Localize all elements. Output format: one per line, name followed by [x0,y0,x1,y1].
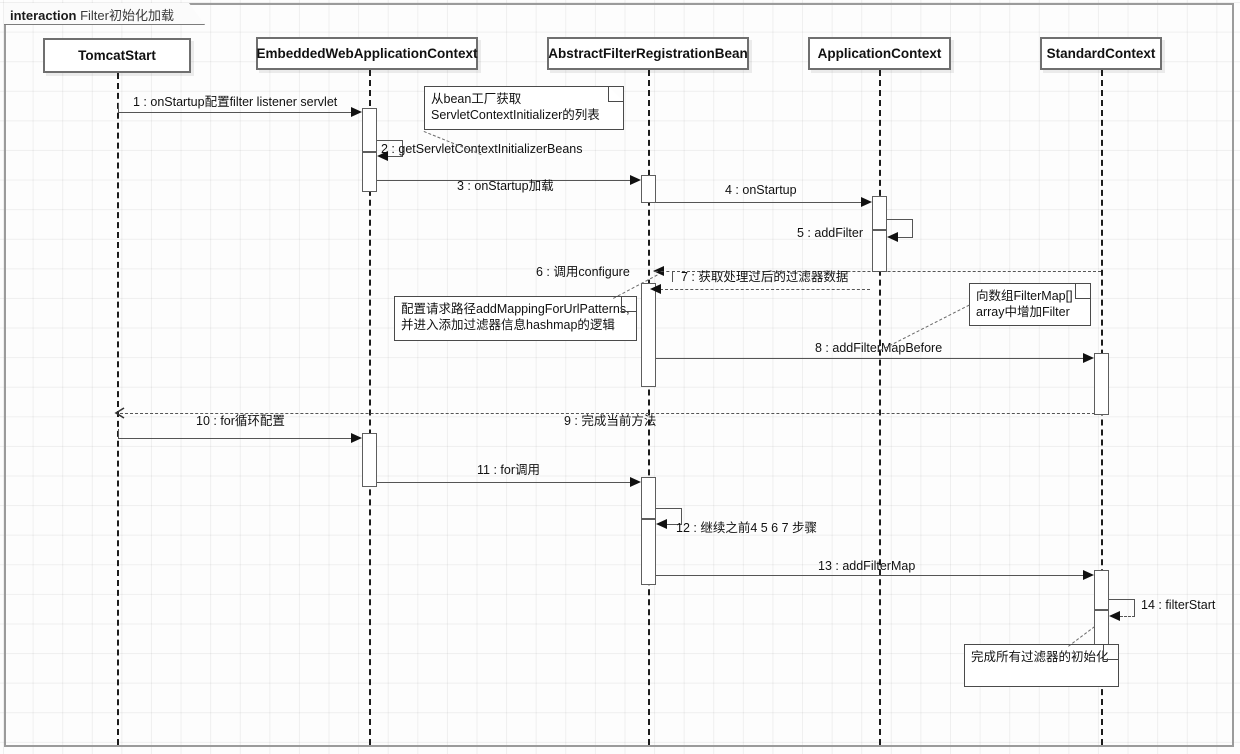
message-8-line [656,358,1084,359]
note-complete: 完成所有过滤器的初始化 [964,644,1119,687]
message-3-arrowhead [630,175,641,185]
lifeline-tomcatstart [117,73,119,745]
message-5-top [887,219,913,220]
message-1-arrowhead [351,107,362,117]
message-2-top [377,140,403,141]
note-filtermap-line1: 向数组FilterMap[] [976,289,1073,303]
message-13-arrowhead [1083,570,1094,580]
lifeline-label-applicationcontext: ApplicationContext [817,46,942,61]
message-6-arrowhead [650,284,661,294]
frame-title: Filter初始化加载 [80,8,174,23]
message-2-label: 2 : getServletContextInitializerBeans [381,142,583,156]
activation-embedded-3 [362,433,377,487]
message-10-label: 10 : for循环配置 [196,414,285,428]
note-filtermap-line2: array中增加Filter [976,305,1070,319]
message-9-line [120,413,1095,414]
lifeline-head-tomcatstart[interactable]: TomcatStart [43,38,191,73]
message-1-line [118,112,354,113]
activation-filterbean-4 [641,519,656,585]
lifeline-head-abstractfilterregistrationbean[interactable]: AbstractFilterRegistrationBean [547,37,749,70]
lifeline-label-standardcontext: StandardContext [1046,46,1156,61]
message-7-label: 7 : 获取处理过后的过滤器数据 [681,270,849,284]
lifeline-head-applicationcontext[interactable]: ApplicationContext [808,37,951,70]
note-initializer: 从bean工厂获取 ServletContextInitializer的列表 [424,86,624,130]
interaction-frame [4,3,1234,747]
message-12-arrowhead [656,519,667,529]
note-initializer-line2: ServletContextInitializer的列表 [431,108,600,122]
message-2-side [402,140,403,156]
lifeline-label-embeddedwebapplicationcontext: EmbeddedWebApplicationContext [256,46,478,61]
message-14-bottom [1120,616,1135,617]
message-11-arrowhead [630,477,641,487]
message-12-label: 12 : 继续之前4 5 6 7 步骤 [676,521,818,535]
message-14-top [1109,599,1135,600]
message-13-label: 13 : addFilterMap [818,559,916,573]
message-6-label: 6 : 调用configure [536,265,630,279]
note-initializer-line1: 从bean工厂获取 [431,92,522,106]
message-6-line [660,289,870,290]
note-mapping-line2: 并进入添加过滤器信息hashmap的逻辑 [401,318,615,332]
message-13-line [656,575,1084,576]
note-mapping-line1: 配置请求路径addMappingForUrlPatterns, [401,302,630,316]
message-12-side [681,508,682,524]
message-10-arrowhead [351,433,362,443]
lifeline-embeddedwebapplicationcontext [369,70,371,745]
note-fold-corner-icon [1103,645,1118,660]
lifeline-label-abstractfilterregistrationbean: AbstractFilterRegistrationBean [548,46,748,61]
activation-embedded-1 [362,108,377,152]
activation-embedded-2 [362,152,377,192]
message-3-label: 3 : onStartup加载 [457,179,554,193]
message-11-label: 11 : for调用 [477,463,540,477]
frame-title-tab: interaction Filter初始化加载 [4,3,205,25]
message-5-arrowhead [887,232,898,242]
message-9-arrowhead [114,407,125,419]
message-3-line [377,180,633,181]
message-2-arrowhead [377,151,388,161]
lifeline-applicationcontext [879,70,881,745]
lifeline-abstractfilterregistrationbean [648,70,650,745]
message-1-stub [118,103,119,113]
message-9-label: 9 : 完成当前方法 [564,414,657,428]
activation-filterbean-3 [641,477,656,519]
activation-stdctx-1 [1094,353,1109,415]
note-fold-corner-icon [1075,284,1090,299]
message-7-stub [672,271,673,282]
message-4-line [656,202,864,203]
message-12-bottom [667,524,682,525]
message-14-label: 14 : filterStart [1141,598,1216,612]
message-5-label: 5 : addFilter [797,226,864,240]
message-7-tail [655,271,675,272]
message-2-bottom [388,156,403,157]
message-14-side [1134,599,1135,616]
activation-filterbean-1 [641,175,656,203]
note-complete-line1: 完成所有过滤器的初始化 [971,650,1109,664]
note-fold-corner-icon [621,297,636,312]
message-11-line [377,482,633,483]
activation-appctx-1 [872,196,887,230]
message-12-top [656,508,682,509]
message-4-label: 4 : onStartup [725,183,797,197]
message-14-arrowhead [1109,611,1120,621]
message-10-stub [118,429,119,439]
message-5-bottom [898,237,913,238]
note-mapping: 配置请求路径addMappingForUrlPatterns, 并进入添加过滤器… [394,296,637,341]
frame-keyword: interaction [10,8,77,23]
lifeline-label-tomcatstart: TomcatStart [78,48,156,63]
lifeline-head-embeddedwebapplicationcontext[interactable]: EmbeddedWebApplicationContext [256,37,478,70]
message-10-line [118,438,354,439]
message-8-arrowhead [1083,353,1094,363]
activation-stdctx-2 [1094,570,1109,610]
message-1-label: 1 : onStartup配置filter listener servlet [133,95,338,109]
note-filtermap: 向数组FilterMap[] array中增加Filter [969,283,1091,326]
message-4-arrowhead [861,197,872,207]
message-5-side [912,219,913,237]
lifeline-head-standardcontext[interactable]: StandardContext [1040,37,1162,70]
message-8-label: 8 : addFilterMapBefore [815,341,943,355]
note-fold-corner-icon [608,87,623,102]
activation-appctx-2 [872,230,887,272]
activation-filterbean-2 [641,283,656,387]
message-7-line [672,271,1101,272]
